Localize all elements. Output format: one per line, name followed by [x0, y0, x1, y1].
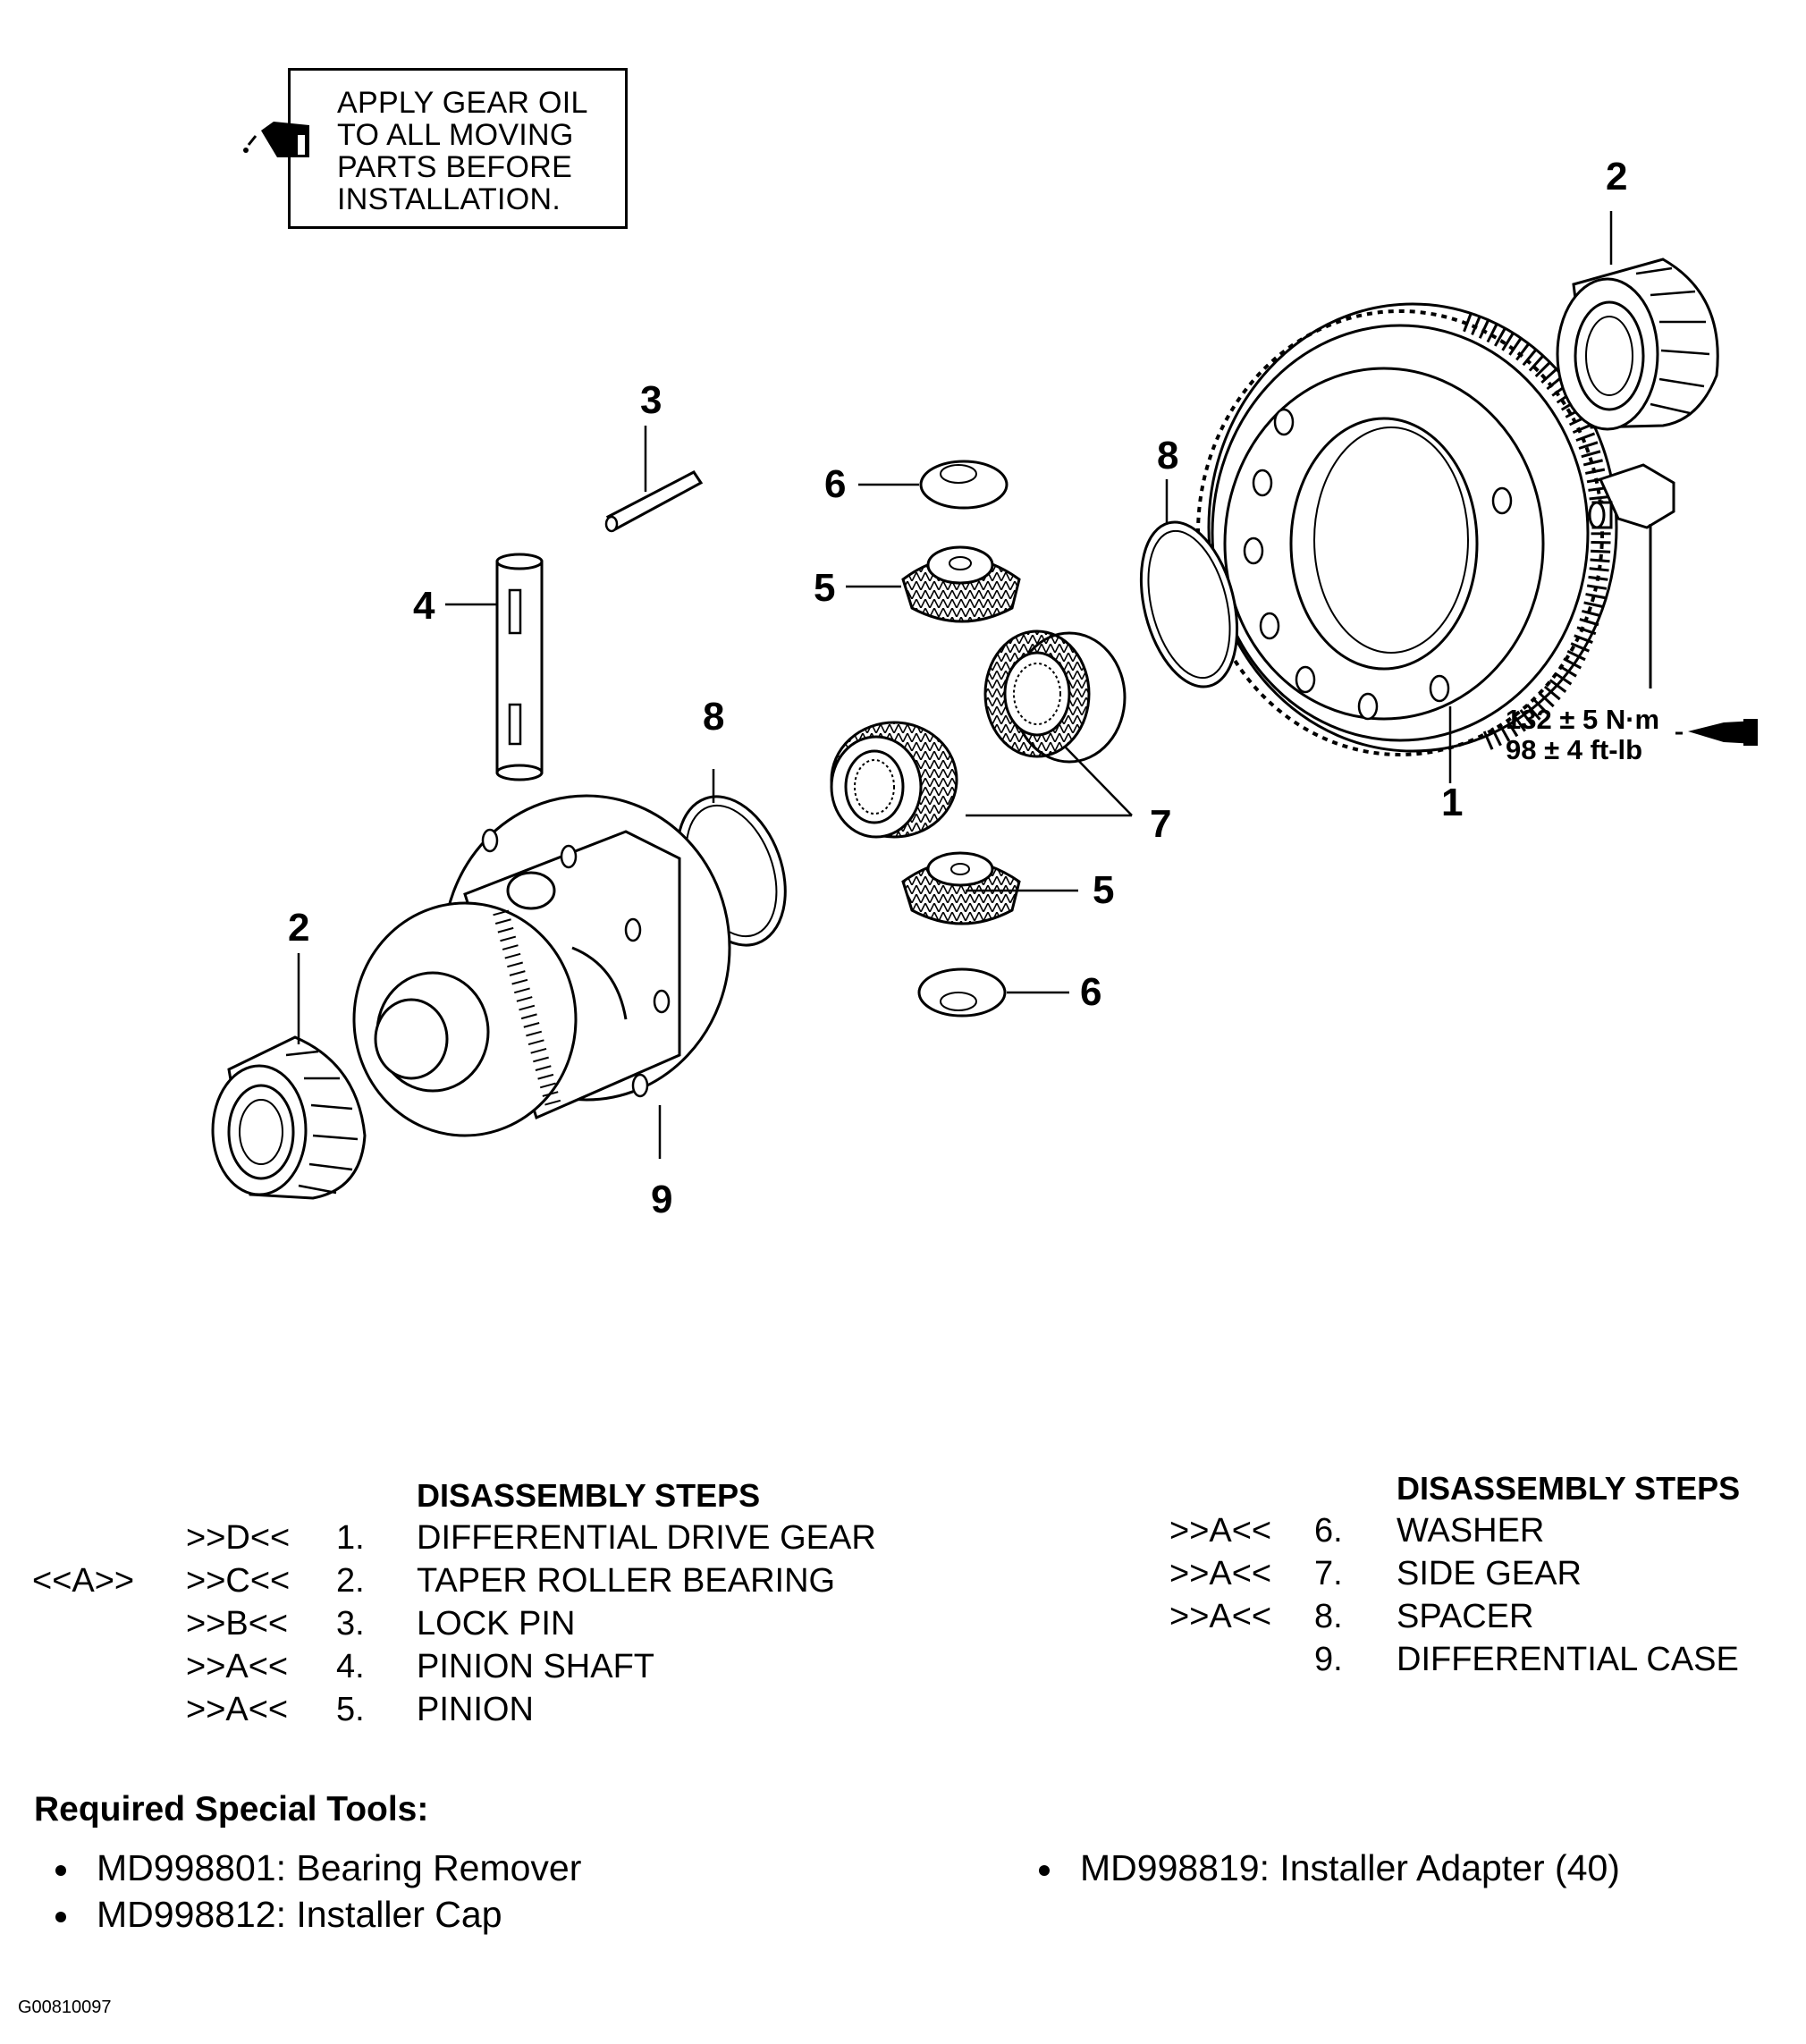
step-row: >>A<< 7. SIDE GEAR: [1073, 1552, 1788, 1595]
step-row: >>A<< 6. WASHER: [1073, 1509, 1788, 1552]
step-install-ref: >>A<<: [1169, 1598, 1272, 1635]
callout-2-top: 2: [1606, 155, 1628, 198]
note-line: APPLY GEAR OIL: [337, 86, 588, 120]
callout-6-top: 6: [824, 462, 847, 506]
step-name: TAPER ROLLER BEARING: [417, 1562, 836, 1600]
step-name: LOCK PIN: [417, 1605, 576, 1643]
step-install-ref: >>B<<: [186, 1605, 289, 1643]
step-install-ref: >>A<<: [186, 1648, 289, 1685]
step-number: 1.: [336, 1519, 365, 1557]
step-number: 6.: [1314, 1512, 1343, 1550]
step-row: >>A<< 5. PINION: [0, 1688, 983, 1731]
taper-roller-bearing-top: [1556, 258, 1719, 431]
sealant-tube-icon: [1675, 719, 1758, 746]
step-name: DIFFERENTIAL CASE: [1397, 1641, 1739, 1678]
leader-lines: [297, 211, 1613, 1159]
differential-drive-gear: [1196, 302, 1618, 756]
oil-can-icon: [243, 122, 309, 157]
callout-4: 4: [413, 584, 435, 628]
step-install-ref: >>A<<: [1169, 1512, 1272, 1550]
steps-title-right: DISASSEMBLY STEPS: [1397, 1470, 1741, 1507]
figure-id: G00810097: [18, 1998, 112, 2017]
step-name: DIFFERENTIAL DRIVE GEAR: [417, 1519, 876, 1557]
bullet-icon: [55, 1912, 66, 1922]
spacer-right: [1139, 520, 1239, 688]
step-name: PINION SHAFT: [417, 1648, 655, 1685]
tool-text: MD998801: Bearing Remover: [97, 1847, 582, 1888]
step-name: SIDE GEAR: [1397, 1555, 1582, 1592]
note-line: TO ALL MOVING: [337, 118, 574, 152]
pinion-top: [901, 545, 1021, 623]
step-number: 7.: [1314, 1555, 1343, 1592]
step-install-ref: >>A<<: [186, 1691, 289, 1728]
pinion-washer-top: [919, 460, 1008, 510]
step-row: >>D<< 1. DIFFERENTIAL DRIVE GEAR: [0, 1516, 983, 1559]
step-number: 9.: [1314, 1641, 1343, 1678]
side-gear-right: [983, 629, 1127, 764]
step-name: PINION: [417, 1691, 534, 1728]
note-line: INSTALLATION.: [337, 182, 561, 216]
step-row: <<A>> >>C<< 2. TAPER ROLLER BEARING: [0, 1559, 983, 1602]
drive-gear-bolt: [1588, 463, 1675, 529]
callout-3: 3: [640, 378, 662, 422]
pinion-washer-bottom: [917, 967, 1007, 1018]
callout-5-top: 5: [814, 566, 836, 610]
step-number: 4.: [336, 1648, 365, 1685]
pinion-shaft: [495, 553, 544, 781]
callout-9: 9: [651, 1178, 673, 1221]
step-row: >>B<< 3. LOCK PIN: [0, 1602, 983, 1645]
steps-title-left: DISASSEMBLY STEPS: [417, 1477, 761, 1514]
step-name: WASHER: [1397, 1512, 1545, 1550]
differential-case: [352, 794, 731, 1137]
taper-roller-bearing-left: [211, 1035, 367, 1200]
step-remove-ref: <<A>>: [32, 1562, 135, 1600]
pinion-bottom: [901, 851, 1021, 925]
tool-item: MD998819: Installer Adapter (40): [1039, 1847, 1754, 1892]
step-number: 2.: [336, 1562, 365, 1600]
callout-7: 7: [1150, 802, 1172, 846]
callout-8-left: 8: [703, 695, 725, 739]
bullet-icon: [1039, 1865, 1050, 1876]
step-number: 8.: [1314, 1598, 1343, 1635]
step-install-ref: >>A<<: [1169, 1555, 1272, 1592]
tool-text: MD998812: Installer Cap: [97, 1894, 502, 1935]
step-row: 9. DIFFERENTIAL CASE: [1073, 1638, 1788, 1681]
step-install-ref: >>C<<: [186, 1562, 291, 1600]
step-number: 5.: [336, 1691, 365, 1728]
step-row: >>A<< 4. PINION SHAFT: [0, 1645, 983, 1688]
torque-metric: 132 ± 5 N·m: [1506, 704, 1660, 735]
callout-8-right: 8: [1157, 434, 1179, 477]
note-line: PARTS BEFORE: [337, 150, 573, 184]
side-gear-left: [830, 721, 958, 839]
step-name: SPACER: [1397, 1598, 1534, 1635]
torque-imperial: 98 ± 4 ft-lb: [1506, 734, 1643, 765]
bullet-icon: [55, 1865, 66, 1876]
lock-pin: [604, 470, 704, 533]
tool-item: MD998801: Bearing Remover: [55, 1847, 681, 1892]
step-install-ref: >>D<<: [186, 1519, 291, 1557]
step-row: >>A<< 8. SPACER: [1073, 1595, 1788, 1638]
gear-oil-note: APPLY GEAR OIL TO ALL MOVING PARTS BEFOR…: [288, 68, 628, 229]
tool-text: MD998819: Installer Adapter (40): [1080, 1847, 1620, 1888]
step-number: 3.: [336, 1605, 365, 1643]
callout-2-left: 2: [288, 906, 310, 950]
tool-item: MD998812: Installer Cap: [55, 1894, 681, 1938]
callout-5-bottom: 5: [1093, 868, 1115, 912]
callout-1: 1: [1441, 781, 1464, 824]
tools-title: Required Special Tools:: [34, 1790, 429, 1829]
callout-6-bottom: 6: [1080, 970, 1102, 1014]
